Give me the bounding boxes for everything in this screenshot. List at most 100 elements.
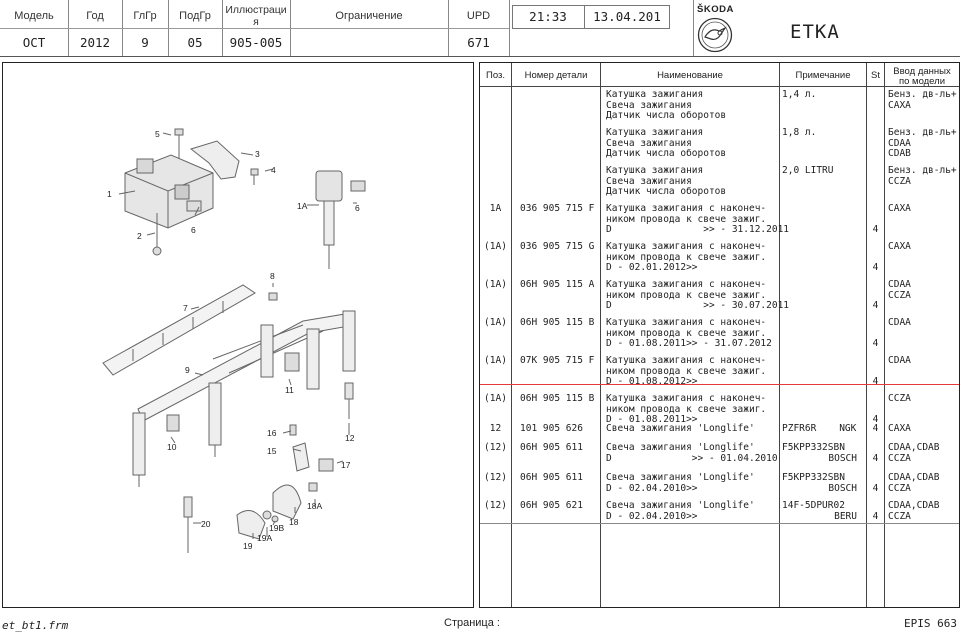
row-name: Катушка зажигания [606, 165, 704, 176]
illustration-label: Иллюстраци [225, 4, 287, 16]
row-pos: (12) [484, 500, 507, 511]
page-label: Страница : [444, 617, 500, 629]
row-model: CCZA [888, 175, 911, 187]
row-name: Катушка зажигания [606, 89, 704, 100]
callout-12: 12 [345, 433, 355, 443]
row-name: D >> - 31.12.2011 [606, 224, 790, 235]
row-model: CCZA [888, 393, 911, 404]
subgroup-value[interactable]: 05 [187, 35, 203, 50]
callout-9: 9 [185, 365, 190, 375]
illustration-panel[interactable]: 1 2 3 4 5 6 1A 6 7 8 9 10 11 12 16 15 17… [2, 62, 474, 608]
row-name: Свеча зажигания 'Longlife' [606, 500, 755, 511]
row-name: Датчик числа оборотов [606, 110, 727, 121]
callout-18a: 18A [307, 501, 322, 511]
subgroup-label: ПодГр [179, 10, 211, 22]
illustration-value[interactable]: 905-005 [229, 35, 283, 50]
row-model: Бенз. дв-ль+ [888, 89, 957, 100]
callout-6: 6 [191, 225, 196, 235]
row-model: Бенз. дв-ль+ [888, 127, 957, 138]
row-note: F5KPP332SBN [782, 442, 845, 453]
row-model: CAXA [888, 203, 911, 214]
row-part-number: 036 905 715 G [520, 241, 595, 252]
app-title: ETKA [790, 21, 840, 43]
row-model: CCZA [888, 452, 911, 464]
row-model: CDAA,CDAB [888, 500, 940, 511]
upd-label: UPD [466, 10, 491, 22]
row-name: Катушка зажигания [606, 127, 704, 138]
row-part-number: 06H 905 611 [520, 472, 583, 483]
callout-11: 11 [285, 385, 294, 395]
callout-4: 4 [271, 165, 276, 175]
parts-table-panel[interactable] [479, 62, 960, 608]
row-pos: (1A) [484, 355, 507, 366]
col-name[interactable]: Наименование [657, 70, 723, 81]
callout-16: 16 [267, 428, 277, 438]
row-model: CDAB [888, 148, 911, 159]
callout-2: 2 [137, 231, 142, 241]
callout-20: 20 [201, 519, 211, 529]
row-model: CDAA [888, 355, 911, 366]
row-name: Катушка зажигания с наконеч- [606, 393, 767, 404]
row-name: Катушка зажигания с наконеч- [606, 279, 767, 290]
row-name: Катушка зажигания с наконеч- [606, 241, 767, 252]
row-note: 1,8 л. [782, 127, 817, 138]
row-model: CCZA [888, 482, 911, 494]
col-pos[interactable]: Поз. [486, 70, 505, 81]
row-name: D - 02.04.2010>> [606, 510, 698, 522]
callout-19b: 19B [269, 523, 284, 533]
model-value[interactable]: OCT [22, 35, 46, 50]
col-model-1[interactable]: Ввод данных [893, 66, 951, 77]
row-model: CCZA [888, 289, 911, 301]
row-model: CDAA [888, 279, 911, 290]
callout-18: 18 [289, 517, 299, 527]
year-label: Год [86, 10, 104, 22]
version-label: EPIS 663 [904, 617, 957, 630]
row-pos: (1A) [484, 393, 507, 404]
callout-19a: 19A [257, 533, 272, 543]
row-pos: (12) [484, 442, 507, 453]
row-note: 14F-5DPUR02 [782, 500, 845, 511]
col-note[interactable]: Примечание [795, 70, 851, 81]
callout-3: 3 [255, 149, 260, 159]
row-name: Свеча зажигания [606, 175, 692, 187]
col-part-number[interactable]: Номер детали [524, 70, 588, 81]
row-model: CCZA [888, 510, 911, 522]
row-name: Датчик числа оборотов [606, 186, 727, 197]
row-name: Катушка зажигания с наконеч- [606, 355, 767, 366]
row-model: CDAA,CDAB [888, 442, 940, 453]
row-part-number: 06H 905 115 B [520, 317, 595, 328]
row-name: ником провода к свече зажиг. [606, 365, 767, 377]
row-model: CAXA [888, 241, 911, 252]
row-note: 1,4 л. [782, 89, 817, 100]
callout-19: 19 [243, 541, 253, 551]
callout-6b: 6 [355, 203, 360, 213]
row-pos: 1A [489, 203, 502, 214]
row-name: D - 02.04.2010>> [606, 482, 698, 494]
row-st: 4 [872, 510, 879, 522]
ignition-parts-diagram[interactable]: 1 2 3 4 5 6 1A 6 7 8 9 10 11 12 16 15 17… [3, 63, 473, 607]
col-st[interactable]: St [871, 70, 880, 81]
year-value[interactable]: 2012 [79, 35, 111, 50]
row-st: 4 [872, 423, 879, 434]
row-st: 4 [872, 224, 879, 235]
row-note-maker: BERU [834, 510, 857, 522]
row-model: CAXA [888, 99, 911, 111]
row-note-maker: BOSCH [828, 482, 857, 494]
row-st: 4 [872, 300, 879, 311]
row-st: 4 [872, 414, 879, 425]
brand-wordmark: ŠKODA [697, 4, 734, 15]
col-model-2[interactable]: по модели [898, 76, 946, 87]
row-name: ником провода к свече зажиг. [606, 327, 767, 339]
row-name: ником провода к свече зажиг. [606, 289, 767, 301]
row-part-number: 07K 905 715 F [520, 355, 595, 366]
row-part-number: 06H 905 611 [520, 442, 583, 453]
row-name: ником провода к свече зажиг. [606, 251, 767, 263]
callout-8: 8 [270, 271, 275, 281]
row-model: Бенз. дв-ль+ [888, 165, 957, 176]
row-name: Свеча зажигания 'Longlife' [606, 423, 755, 434]
row-name: D - 01.08.2011>> [606, 414, 698, 425]
current-date: 13.04.201 [593, 9, 661, 24]
row-st: 4 [872, 452, 879, 464]
maingroup-value[interactable]: 9 [141, 35, 149, 50]
row-part-number: 036 905 715 F [520, 203, 595, 214]
